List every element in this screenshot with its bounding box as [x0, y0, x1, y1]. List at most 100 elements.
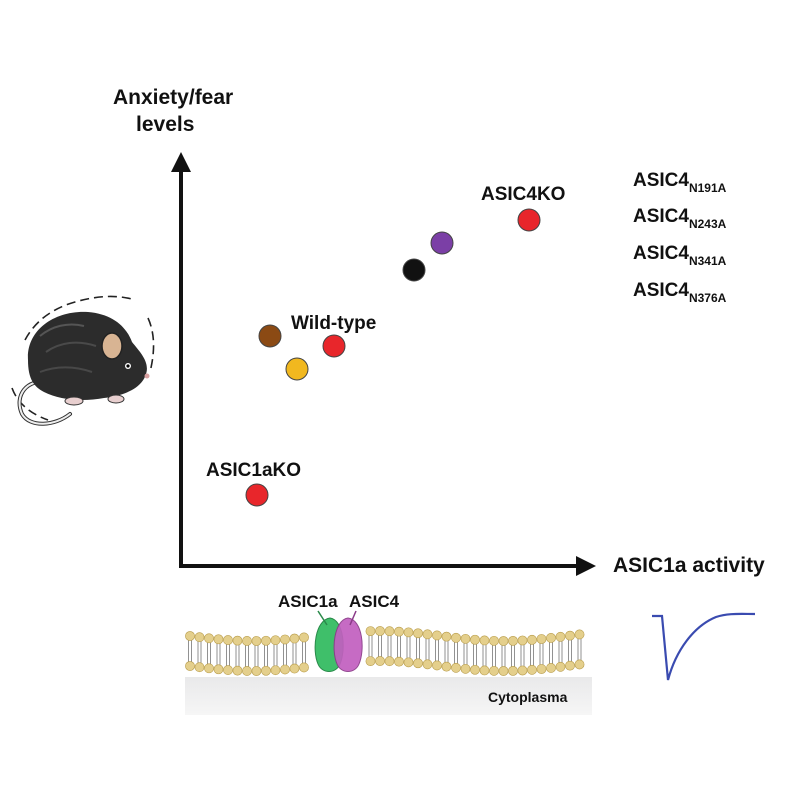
lipid-tail — [207, 642, 211, 665]
lipid-tail — [435, 639, 439, 662]
lipid-head — [194, 662, 205, 673]
lipid-head — [441, 631, 452, 642]
lipid-tail — [416, 637, 420, 660]
lipid-tail — [511, 644, 515, 667]
lipid-tail — [216, 643, 221, 666]
lipid-head — [555, 631, 566, 642]
lipid-head — [365, 656, 376, 666]
lipid-head — [185, 661, 195, 671]
lipid-head — [242, 666, 252, 676]
mouse-icon — [11, 295, 155, 426]
lipid-head — [508, 635, 518, 646]
legend-base: ASIC4 — [633, 280, 689, 301]
legend-item-n376a: ASIC4N376A — [633, 280, 727, 305]
lipid-tail — [530, 643, 534, 666]
lipid-tail — [444, 640, 449, 663]
lipid-head — [432, 630, 442, 641]
lipid-tail — [454, 641, 458, 664]
cytoplasm-label: Cytoplasma — [488, 689, 568, 705]
asic1a-label: ASIC1a — [278, 592, 338, 611]
lipid-head — [479, 635, 490, 646]
lipid-tail — [539, 642, 544, 665]
lipid-head — [451, 632, 461, 643]
lipid-tail — [425, 638, 430, 661]
lipid-head — [574, 629, 585, 640]
lipid-head — [565, 660, 575, 671]
lipid-head — [223, 635, 233, 645]
lipid-tail — [302, 641, 306, 664]
lipid-head — [403, 657, 414, 668]
legend-subscript: N191A — [689, 181, 727, 195]
point-asic4-n341a — [402, 258, 426, 282]
lipid-head — [242, 636, 252, 646]
legend: ASIC4N191A ASIC4N243A ASIC4N341A ASIC4N3… — [633, 170, 727, 305]
lipid-head — [232, 635, 243, 646]
lipid-head — [213, 664, 224, 675]
legend-base: ASIC4 — [633, 206, 689, 227]
lipid-head — [460, 663, 471, 674]
lipid-tail — [473, 643, 477, 666]
lipid-head — [574, 659, 585, 670]
lipid-head — [289, 663, 300, 674]
lipid-head — [394, 626, 404, 637]
current-trace-icon — [652, 612, 756, 681]
cell-membrane: ASIC1a ASIC4 Cytoplasma — [185, 592, 592, 715]
point-label-wild-type: Wild-type — [291, 313, 376, 334]
lipid-head — [489, 635, 499, 646]
lipid-head — [194, 632, 205, 643]
lipid-head — [527, 664, 537, 675]
lipid-tail — [283, 643, 287, 666]
point-wild-type — [322, 334, 346, 358]
point-label-asic4ko: ASIC4KO — [481, 184, 565, 205]
lipid-tail — [226, 644, 230, 667]
lipid-head — [460, 633, 471, 644]
lipid-head — [470, 634, 480, 645]
lipid-head — [508, 665, 518, 676]
legend-item-n243a: ASIC4N243A — [633, 206, 727, 231]
lipid-head — [384, 626, 395, 637]
legend-item-n191a: ASIC4N191A — [633, 170, 727, 195]
x-axis-label: ASIC1a activity — [613, 554, 765, 577]
lipid-head — [422, 659, 433, 670]
asic4-channel — [333, 617, 363, 672]
lipid-head — [213, 634, 224, 645]
lipid-head — [498, 636, 509, 646]
lipid-head — [432, 660, 442, 671]
lipid-tail — [387, 635, 392, 658]
point-asic4ko — [517, 208, 541, 232]
legend-subscript: N243A — [689, 217, 727, 231]
lipid-head — [261, 665, 271, 676]
legend-base: ASIC4 — [633, 243, 689, 264]
point-asic4-n376a — [258, 324, 282, 348]
lipid-head — [546, 633, 556, 643]
lipid-head — [270, 665, 281, 676]
lipid-tail — [235, 644, 240, 667]
lipid-head — [289, 633, 300, 644]
y-axis-label-line2: levels — [136, 113, 194, 136]
lipid-head — [517, 635, 528, 646]
lipid-tail — [406, 636, 411, 659]
lipid-tail — [264, 644, 268, 667]
lipid-head — [232, 665, 243, 676]
lipid-bilayer — [185, 626, 585, 676]
point-label-asic1ako: ASIC1aKO — [206, 460, 301, 481]
lipid-head — [223, 665, 233, 675]
lipid-tail — [568, 639, 572, 662]
lipid-head — [413, 658, 423, 669]
lipid-head — [536, 634, 547, 644]
lipid-head — [280, 664, 290, 675]
lipid-head — [365, 626, 376, 636]
lipid-tail — [492, 644, 496, 667]
lipid-head — [280, 634, 290, 645]
lipid-head — [261, 635, 271, 646]
lipid-head — [375, 626, 385, 636]
lipid-tail — [197, 641, 202, 664]
lipid-head — [384, 656, 395, 667]
lipid-head — [299, 662, 309, 673]
lipid-tail — [245, 644, 249, 667]
legend-item-n341a: ASIC4N341A — [633, 243, 727, 268]
y-axis-label-line1: Anxiety/fear — [113, 86, 233, 109]
cytoplasm-area — [185, 677, 592, 715]
lipid-head — [204, 663, 214, 674]
